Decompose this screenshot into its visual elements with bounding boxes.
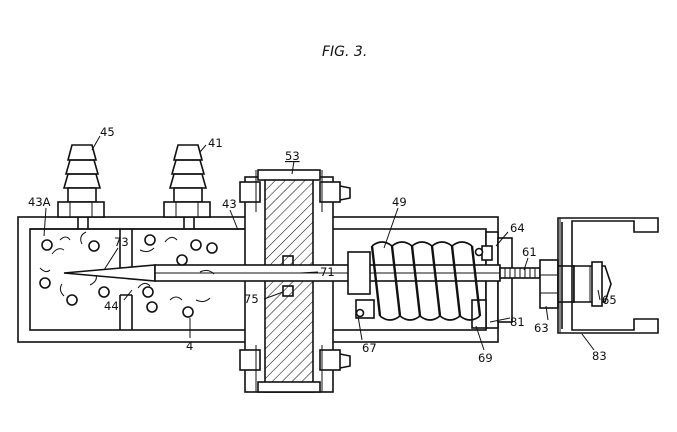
label-69: 69 (478, 351, 493, 365)
label-81: 81 (510, 315, 525, 329)
label-44: 44 (104, 299, 119, 313)
reference-labels: 45 41 53 43A 73 43 49 64 61 71 44 75 65 … (28, 125, 617, 365)
label-43a: 43A (28, 195, 51, 209)
label-4: 4 (186, 339, 193, 353)
label-45: 45 (100, 125, 115, 139)
label-53: 53 (285, 149, 300, 163)
clamp-bracket (557, 217, 659, 334)
label-67: 67 (362, 341, 377, 355)
label-43: 43 (222, 197, 237, 211)
hose-barb-41 (163, 144, 211, 229)
label-71: 71 (320, 265, 335, 279)
label-61: 61 (522, 245, 537, 259)
label-83: 83 (592, 349, 607, 363)
label-75: 75 (244, 292, 259, 306)
figure-title: FIG. 3. (322, 44, 367, 60)
label-63: 63 (534, 321, 549, 335)
label-49: 49 (392, 195, 407, 209)
label-73: 73 (114, 235, 129, 249)
label-64: 64 (510, 221, 525, 235)
coil-spring (370, 241, 482, 321)
flange-block (239, 169, 351, 393)
leader-lines (43, 135, 601, 351)
adjuster-assembly (539, 259, 612, 309)
flow-bubbles (39, 231, 218, 318)
spring-collar (347, 245, 493, 329)
label-41: 41 (208, 136, 223, 150)
hose-barb-45 (57, 144, 105, 229)
label-65: 65 (602, 293, 617, 307)
